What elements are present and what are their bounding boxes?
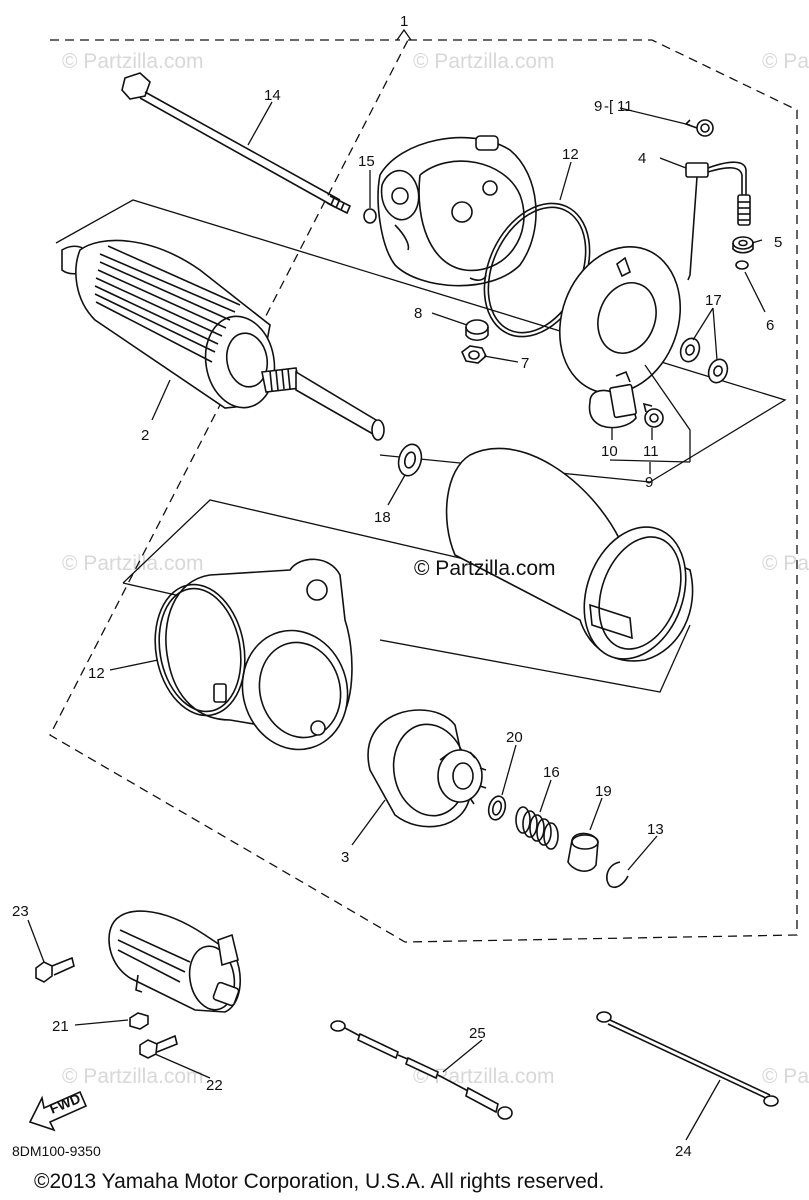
watermark-center: © Partzilla.com [414,557,556,580]
callout-2: 2 [141,427,149,444]
callout-8: 8 [414,305,422,322]
front-housing-part [165,558,353,751]
yoke-housing-part [445,447,694,662]
watermark-mid-right: © Partzilla.com [762,552,809,575]
callout-3: 3 [341,849,349,866]
callout-24: 24 [675,1143,692,1160]
callout-17: 17 [705,292,722,309]
complete-starter-motor-part [108,910,241,1013]
grommet-5-part [732,236,754,254]
ring-6-part [735,260,749,270]
callout-11: 11 [643,443,659,460]
watermark-mid-left: © Partzilla.com [62,552,204,575]
watermark-bottom-center: © Partzilla.com [413,1065,555,1088]
callout-14: 14 [264,87,281,104]
lead-wire-24-part [596,1011,779,1107]
callout-9: 9 [645,474,653,491]
callout-18: 18 [374,509,391,526]
long-bolt-part [121,72,352,215]
watermark-bottom-left: © Partzilla.com [62,1065,204,1088]
washer-8-part [465,319,489,342]
washer-18-part [397,443,423,477]
copyright-notice: ©2013 Yamaha Motor Corporation, U.S.A. A… [34,1170,604,1193]
watermark-top-center: © Partzilla.com [413,50,555,73]
forward-arrow-icon: FWD [28,1090,88,1132]
brush-holder-10-part [588,383,637,429]
bolt-22-part [139,1034,178,1059]
brush-spring-top-part [684,119,714,137]
callout-5: 5 [774,234,782,251]
callout-16: 16 [543,764,560,781]
spring-16-part [515,806,559,850]
rear-end-cover-part [377,135,537,287]
callout-6: 6 [766,317,774,334]
callout-11-top: 11 [617,98,633,115]
armature-part [61,239,385,441]
watermark-bottom-right: © Partzilla.com [762,1065,809,1088]
callout-7: 7 [521,355,529,372]
assembly-boundary [49,39,798,943]
brush-lead-part [685,161,751,281]
callout-12-lower: 12 [88,665,105,682]
brush-plate-part [558,245,682,395]
washer-20-part [487,795,507,821]
callout-4: 4 [638,150,646,167]
nut-21-part [129,1012,149,1030]
o-ring-small [363,208,377,224]
o-ring-large-lower [154,583,246,717]
nut-7-part [461,345,487,364]
callout-23: 23 [12,903,29,920]
callout-10: 10 [601,443,618,460]
callout-19: 19 [595,783,612,800]
leader-1 [396,28,412,41]
callout-20: 20 [506,729,523,746]
diagram-reference-code: 8DM100-9350 [12,1143,101,1159]
callout-13: 13 [647,821,664,838]
callout-9-top: 9 [594,98,602,115]
lead-wire-25-part [330,1020,513,1120]
callout-15: 15 [358,153,375,170]
callout-21: 21 [52,1018,69,1035]
callout-22: 22 [206,1077,223,1094]
collar-19-part [567,832,599,872]
watermark-top-left: © Partzilla.com [62,50,204,73]
callout-1: 1 [400,13,408,30]
callout-12-top: 12 [562,146,579,163]
callout-9-bracket: -[ [604,98,614,115]
clip-13-part [606,861,629,889]
o-ring-large-lower-inner [158,587,242,713]
watermark-top-right: © Partzilla.com [762,50,809,73]
washers-17-part [679,337,729,384]
callout-25: 25 [469,1025,486,1042]
bolt-23-part [35,956,75,983]
starter-clutch-part [367,709,487,828]
callout-leaders [27,101,766,1141]
brush-spring-11-part [642,402,664,428]
